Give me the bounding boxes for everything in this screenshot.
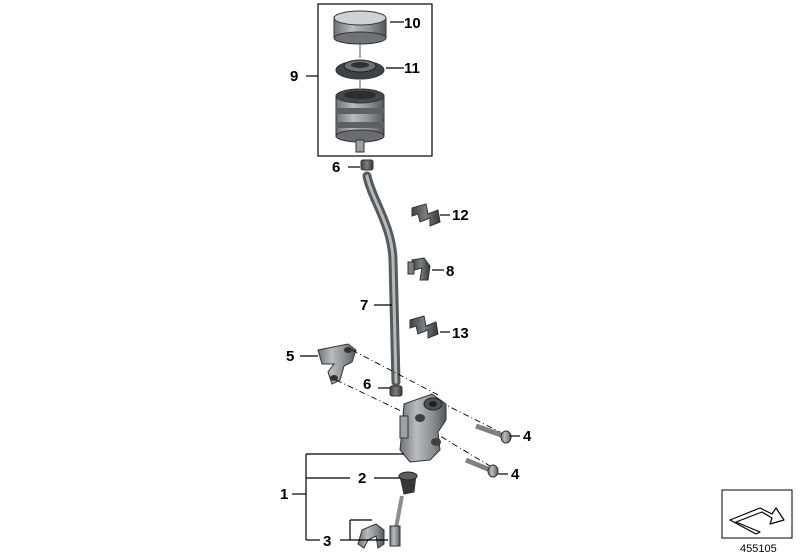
reservoir-body: [335, 88, 385, 153]
diagram-number: 455105: [740, 543, 777, 555]
callout-6-upper: 6: [332, 159, 340, 176]
double-hose-clip: [411, 203, 441, 227]
reservoir-diaphragm: [335, 59, 385, 80]
double-hose-clip-lower: [409, 315, 439, 339]
assembly-line-1: [351, 349, 441, 397]
callout-1: 1: [280, 486, 288, 503]
callout-2: 2: [358, 470, 366, 487]
bolt-lower: [465, 457, 499, 478]
mounting-bracket: [317, 343, 357, 385]
callout-4-lower: 4: [511, 466, 520, 483]
push-rod: [389, 495, 404, 547]
callout-4-upper: 4: [523, 428, 532, 445]
callout-11: 11: [404, 60, 420, 77]
callout-8: 8: [446, 263, 454, 280]
reservoir-group-frame: [317, 3, 433, 157]
callout-3: 3: [323, 533, 331, 550]
dust-boot: [398, 471, 418, 495]
callout-9: 9: [290, 68, 298, 85]
callout-10: 10: [404, 15, 421, 32]
assembly-line-3: [439, 401, 501, 433]
callout-7: 7: [360, 297, 368, 314]
brake-hose: [362, 171, 401, 387]
orientation-icon-box: [721, 489, 793, 539]
reservoir-cap: [333, 10, 387, 45]
bolt-upper: [475, 423, 512, 444]
hose-clip-lower: [389, 385, 403, 397]
clevis: [357, 523, 385, 549]
single-hose-clip: [407, 257, 431, 281]
callout-13: 13: [452, 325, 469, 342]
assembly-line-2: [335, 379, 421, 421]
master-cylinder: [399, 393, 447, 463]
hose-clip-upper: [360, 159, 374, 171]
callout-6-lower: 6: [363, 376, 371, 393]
callout-12: 12: [452, 207, 469, 224]
leader-lines: [292, 21, 520, 541]
callout-5: 5: [286, 348, 294, 365]
arrow-icon: [729, 507, 785, 535]
